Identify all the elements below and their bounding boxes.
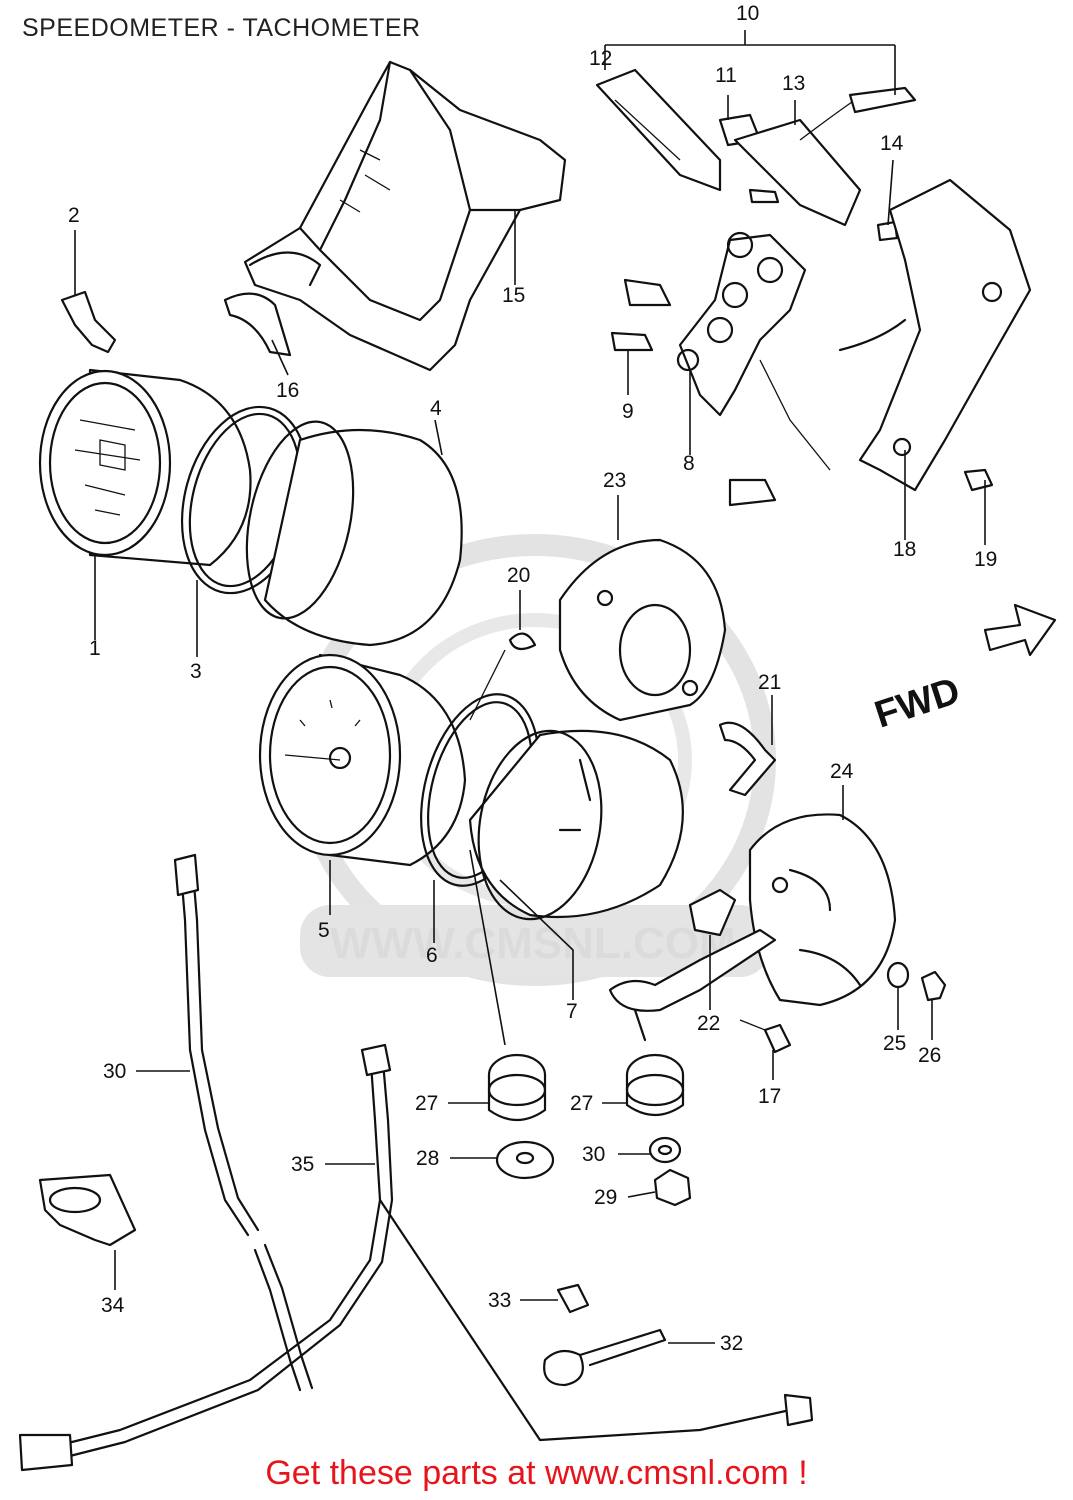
arrow-right-icon [983, 603, 1057, 657]
watermark-text: WWW.CMSNL.COM [330, 919, 736, 968]
part-26-nut [920, 970, 947, 1002]
callout-14: 14 [880, 132, 904, 155]
part-33-bolt [556, 1283, 590, 1314]
callout-16: 16 [276, 379, 299, 402]
callout-7: 7 [566, 1000, 578, 1023]
callout-4: 4 [430, 397, 442, 420]
callout-20: 20 [507, 564, 530, 587]
callout-24: 24 [830, 760, 854, 783]
part-25-washer [886, 961, 910, 989]
part-18-bracket [838, 178, 1032, 492]
part-2-bulb-socket [60, 290, 117, 354]
callout-labels: 10 12 11 13 14 2 15 16 4 9 8 23 18 19 20… [68, 2, 997, 1355]
callout-3: 3 [190, 660, 202, 683]
part-13-harness-plate [733, 99, 862, 227]
callout-34: 34 [101, 1294, 125, 1317]
callout-27-left: 27 [415, 1092, 438, 1115]
part-34-cable-guide [38, 1173, 137, 1247]
part-20-clip [469, 632, 537, 721]
callout-15: 15 [502, 284, 525, 307]
part-5-tachometer [258, 653, 467, 867]
callout-13: 13 [782, 72, 805, 95]
part-32-cable-clamp [543, 1328, 667, 1387]
callout-21: 21 [758, 671, 781, 694]
callout-30: 30 [582, 1143, 605, 1166]
part-10-screw [748, 188, 780, 204]
part-28-washer [495, 1140, 555, 1180]
callout-10: 10 [736, 2, 759, 25]
callout-33: 33 [488, 1289, 511, 1312]
part-19-bolt [963, 468, 994, 492]
part-8-indicator-bracket [623, 231, 831, 507]
part-29-nut [653, 1168, 692, 1207]
callout-6: 6 [426, 944, 438, 967]
callout-2: 2 [68, 204, 80, 227]
callout-23: 23 [603, 469, 626, 492]
part-27-grommet-right [625, 1053, 685, 1116]
footer-link[interactable]: Get these parts at www.cmsnl.com ! [265, 1454, 808, 1492]
part-16-clip [223, 292, 292, 357]
part-24-plate [748, 813, 897, 1007]
part-31-speedometer-cable [173, 853, 314, 1392]
part-9-bulb [610, 331, 654, 352]
callout-1: 1 [89, 637, 101, 660]
fwd-label: FWD [870, 670, 965, 737]
part-1-speedometer [38, 368, 252, 567]
callout-35: 35 [291, 1153, 314, 1176]
part-22-bracket [608, 888, 777, 1042]
callout-8: 8 [683, 452, 695, 475]
part-35-tachometer-cable [18, 1043, 814, 1472]
callout-32: 32 [720, 1332, 743, 1355]
part-7-case [468, 729, 684, 921]
callout-25: 25 [883, 1032, 906, 1055]
fwd-direction-indicator: FWD [870, 603, 1057, 737]
callout-17: 17 [758, 1085, 781, 1108]
part-12-lens [595, 68, 722, 192]
callout-9: 9 [622, 400, 634, 423]
part-4-case [245, 420, 463, 647]
callout-26: 26 [918, 1044, 941, 1067]
part-14-screw [848, 86, 917, 242]
part-30-washer [648, 1136, 682, 1164]
callout-18: 18 [893, 538, 916, 561]
callout-31: 30 [103, 1060, 126, 1083]
callout-11: 11 [715, 64, 737, 87]
callout-19: 19 [974, 548, 997, 571]
part-15-meter-cover [243, 60, 567, 372]
callout-22: 22 [697, 1012, 720, 1035]
part-23-plate [558, 538, 727, 722]
callout-28: 28 [416, 1147, 439, 1170]
callout-29: 29 [594, 1186, 617, 1209]
callout-12: 12 [589, 47, 612, 70]
part-21-clip [718, 721, 777, 797]
page-title: SPEEDOMETER - TACHOMETER [22, 14, 421, 42]
part-27-grommet-left [487, 1053, 547, 1121]
part-17-screw [739, 1019, 792, 1054]
callout-27-right: 27 [570, 1092, 593, 1115]
callout-5: 5 [318, 919, 330, 942]
leader-lines [74, 30, 986, 1344]
